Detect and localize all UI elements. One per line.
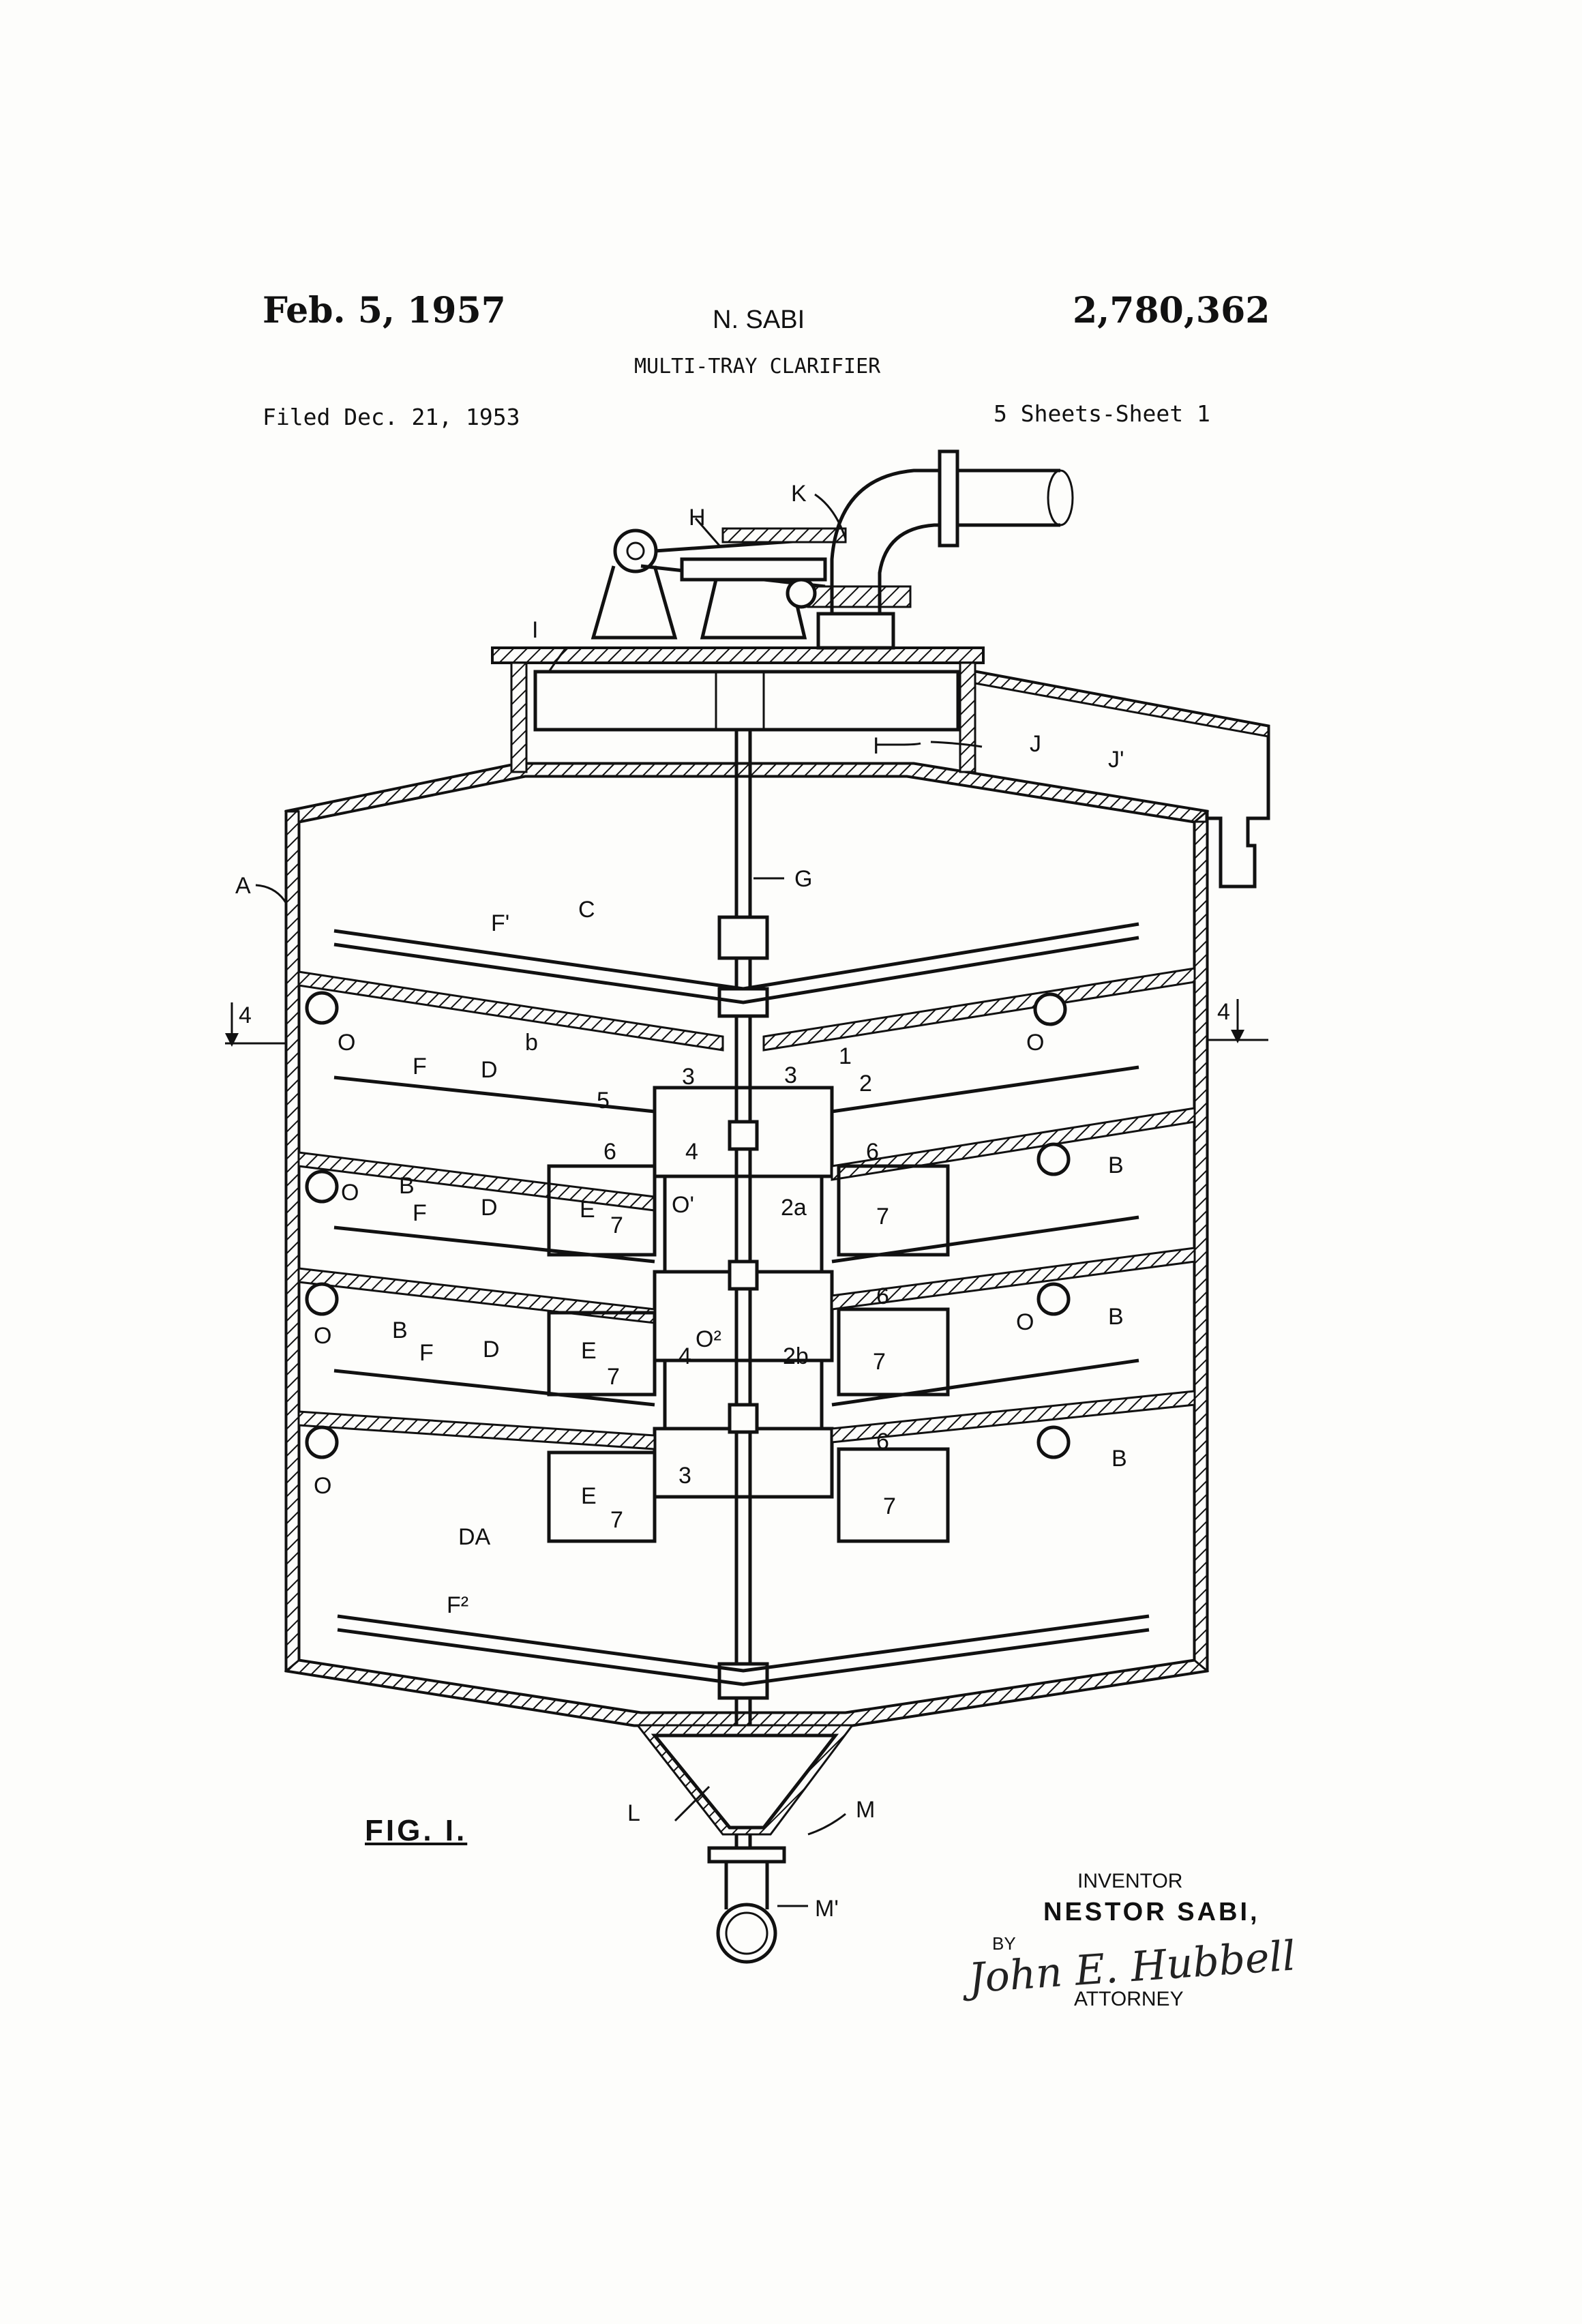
label-section-right: 4 (1217, 999, 1230, 1025)
label-M: M (856, 1797, 875, 1823)
label-L: L (627, 1800, 640, 1826)
inventor-name: NESTOR SABI, (1043, 1898, 1260, 1927)
label-H: H (689, 505, 706, 531)
label-D-3: D (483, 1337, 500, 1362)
label-I-drum: I (873, 733, 879, 759)
label-O-4: O (1016, 1309, 1034, 1335)
label-A: A (235, 873, 251, 899)
label-n1: 1 (839, 1043, 852, 1069)
label-O-5: O (314, 1323, 331, 1349)
label-I-top: I (532, 617, 538, 643)
label-n7-3: 7 (607, 1364, 620, 1390)
inlet-pipe (818, 451, 1073, 648)
label-B-1: B (1108, 1152, 1124, 1178)
label-O-2: O (1026, 1030, 1044, 1056)
label-n7-2: 7 (876, 1204, 889, 1230)
label-O2: O² (696, 1326, 721, 1352)
label-B-5: B (1111, 1446, 1127, 1472)
label-B-2: B (399, 1173, 415, 1199)
central-shaft (719, 730, 767, 1862)
label-O1: O' (672, 1192, 694, 1218)
label-n6-3: 6 (876, 1283, 889, 1309)
figure-caption: FIG. I. (365, 1814, 467, 1848)
label-E-1: E (580, 1197, 595, 1223)
label-E-3: E (581, 1483, 597, 1509)
label-J1: J' (1108, 747, 1124, 773)
label-n4-1: 4 (685, 1139, 698, 1165)
label-O-3: O (341, 1180, 359, 1206)
label-M1: M' (815, 1896, 839, 1922)
label-n7-4: 7 (873, 1349, 886, 1375)
label-n3-a: 3 (682, 1064, 695, 1090)
label-n2b: 2b (783, 1343, 809, 1369)
label-G: G (794, 866, 812, 892)
label-E-2: E (581, 1338, 597, 1364)
label-F1: F' (491, 910, 509, 936)
label-n4-2: 4 (678, 1343, 691, 1369)
label-n2a: 2a (781, 1195, 807, 1221)
label-section-left: 4 (239, 1002, 252, 1028)
label-n2: 2 (859, 1071, 872, 1097)
label-F-1: F (413, 1054, 427, 1079)
label-B-3: B (1108, 1304, 1124, 1330)
label-n7-5: 7 (610, 1507, 623, 1533)
label-K: K (791, 481, 807, 507)
label-n3-c: 3 (678, 1463, 691, 1489)
label-b: b (525, 1030, 538, 1056)
label-B-4: B (392, 1317, 408, 1343)
label-n6-1: 6 (603, 1139, 616, 1165)
sludge-cone (638, 1725, 852, 1962)
label-D-1: D (481, 1057, 498, 1083)
label-F-2: F (413, 1200, 427, 1226)
label-DA: DA (458, 1524, 491, 1550)
overflow-launder (975, 672, 1268, 887)
label-n7-6: 7 (883, 1493, 896, 1519)
inventor-label: INVENTOR (1077, 1870, 1182, 1893)
attorney-label: ATTORNEY (1074, 1988, 1184, 2011)
label-n6-4: 6 (876, 1429, 889, 1455)
central-well (655, 1088, 832, 1497)
label-n3-b: 3 (784, 1062, 797, 1088)
label-O-6: O (314, 1473, 331, 1499)
label-J: J (1030, 731, 1041, 757)
label-C: C (578, 897, 595, 923)
label-F2: F² (447, 1592, 468, 1618)
tank-shell (286, 764, 1207, 1725)
label-n5: 5 (597, 1088, 610, 1114)
label-F-3: F (419, 1340, 434, 1366)
label-D-2: D (481, 1195, 498, 1221)
label-O-1: O (338, 1030, 355, 1056)
label-n6-2: 6 (866, 1139, 879, 1165)
label-n7-1: 7 (610, 1212, 623, 1238)
